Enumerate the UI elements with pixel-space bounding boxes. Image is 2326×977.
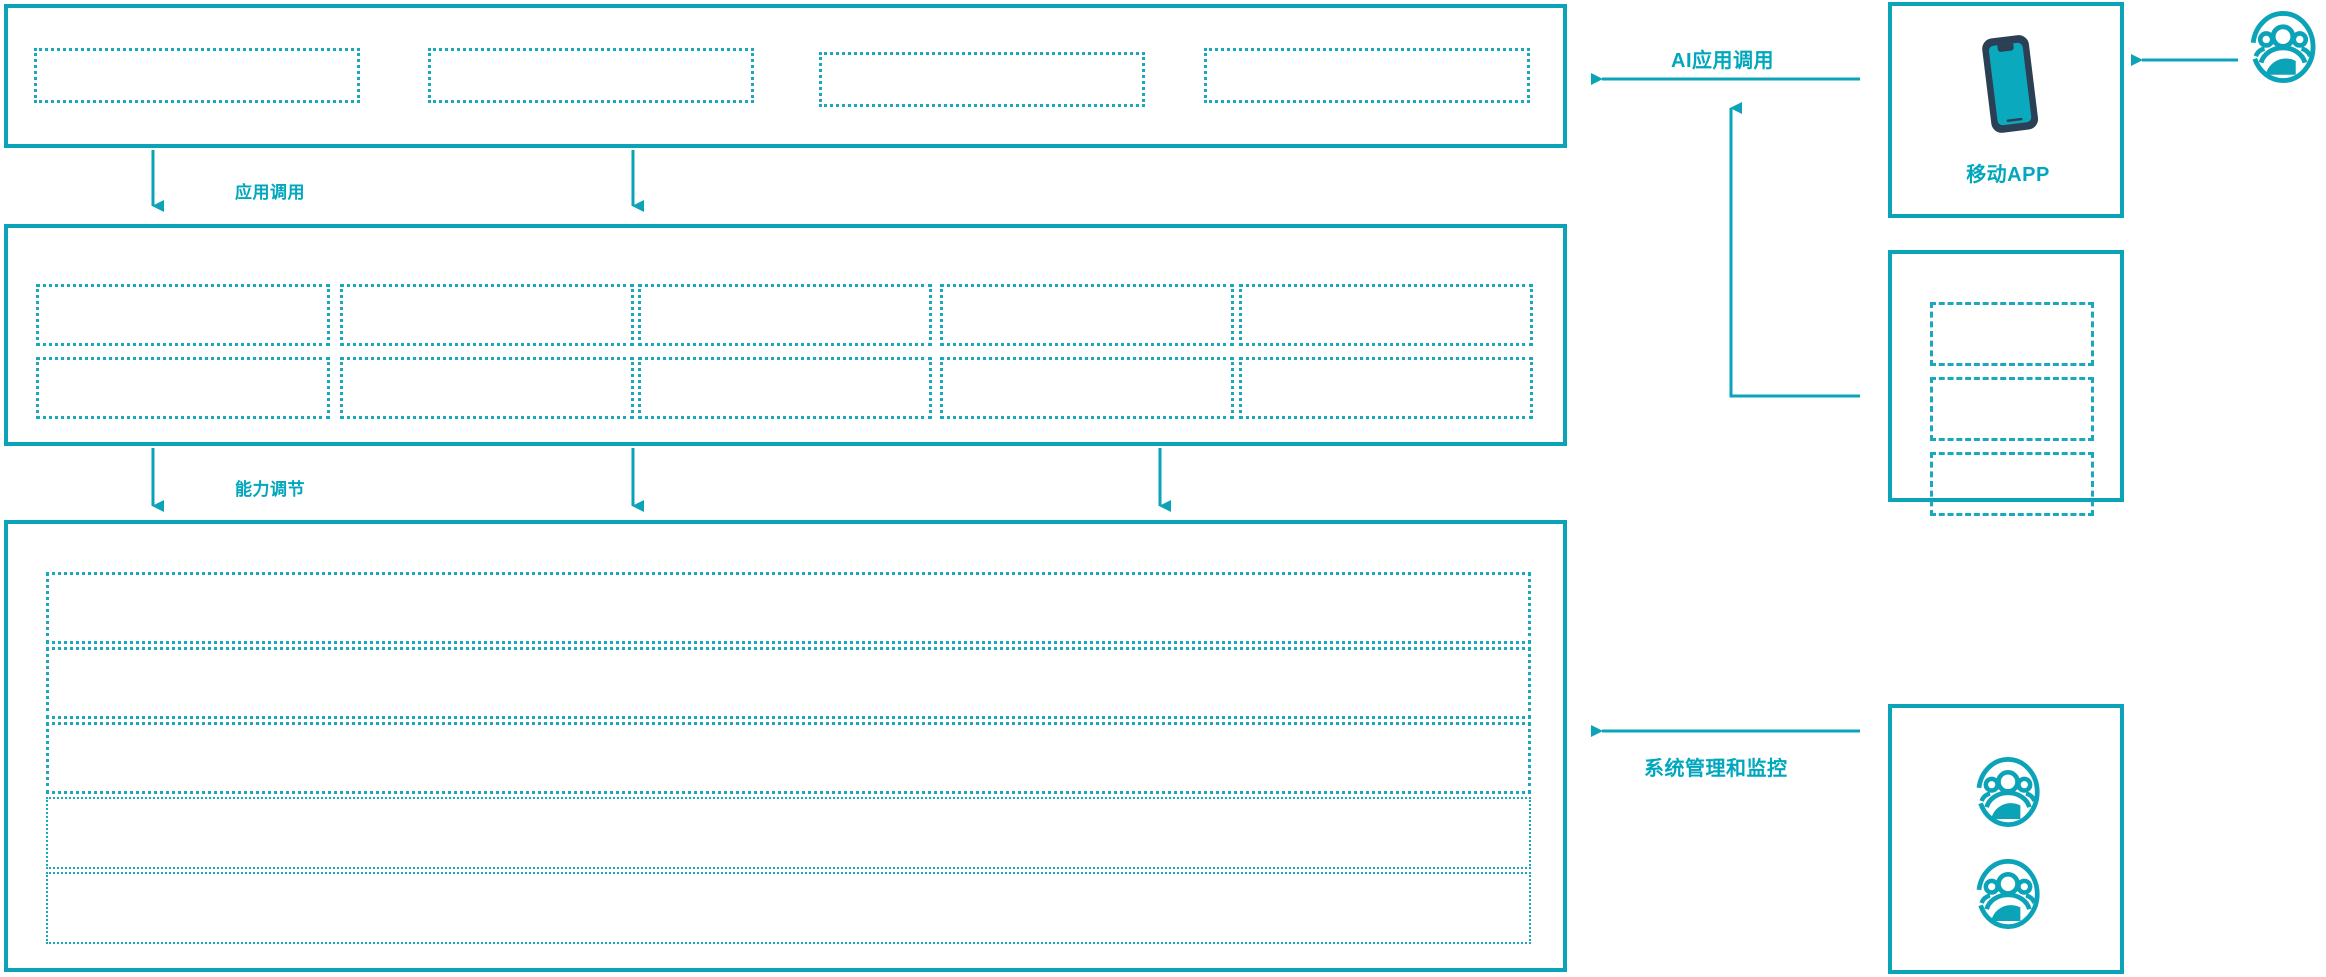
platform-row[interactable] (46, 872, 1531, 944)
list-item[interactable] (1930, 452, 2094, 516)
capability-box[interactable] (36, 357, 330, 419)
capability-box[interactable] (940, 357, 1234, 419)
flow-label-capability-tune: 能力调节 (235, 480, 305, 499)
capability-box[interactable] (1239, 284, 1533, 346)
users-card[interactable] (1888, 704, 2124, 974)
capability-box[interactable] (1239, 357, 1533, 419)
capability-box[interactable] (36, 284, 330, 346)
capability-box[interactable] (638, 357, 932, 419)
capability-layer-panel (4, 224, 1567, 446)
mobile-app-label: 移动APP (1966, 164, 2050, 186)
group-user-icon (1972, 858, 2044, 930)
capability-box[interactable] (340, 284, 634, 346)
platform-layer-panel (4, 520, 1567, 972)
application-box[interactable] (428, 48, 754, 103)
platform-row[interactable] (46, 647, 1531, 719)
capability-box[interactable] (940, 284, 1234, 346)
application-box[interactable] (1204, 48, 1530, 103)
capability-box[interactable] (638, 284, 932, 346)
application-box[interactable] (34, 48, 360, 103)
list-item[interactable] (1930, 302, 2094, 366)
application-box[interactable] (819, 52, 1145, 107)
platform-row[interactable] (46, 797, 1531, 869)
flow-label-ai-app-invoke: AI应用调用 (1671, 50, 1774, 72)
smartphone-icon (1962, 28, 2058, 138)
capability-box[interactable] (340, 357, 634, 419)
flow-label-system-admin: 系统管理和监控 (1644, 758, 1788, 780)
application-layer-panel (4, 4, 1567, 148)
right-list-card[interactable] (1888, 250, 2124, 516)
list-item[interactable] (1930, 377, 2094, 441)
flow-label-app-invoke: 应用调用 (235, 183, 305, 202)
platform-row[interactable] (46, 722, 1531, 794)
platform-row[interactable] (46, 572, 1531, 644)
external-user-icon (2246, 10, 2320, 84)
group-user-icon (1972, 756, 2044, 828)
mobile-app-card[interactable]: 移动APP (1888, 2, 2124, 218)
